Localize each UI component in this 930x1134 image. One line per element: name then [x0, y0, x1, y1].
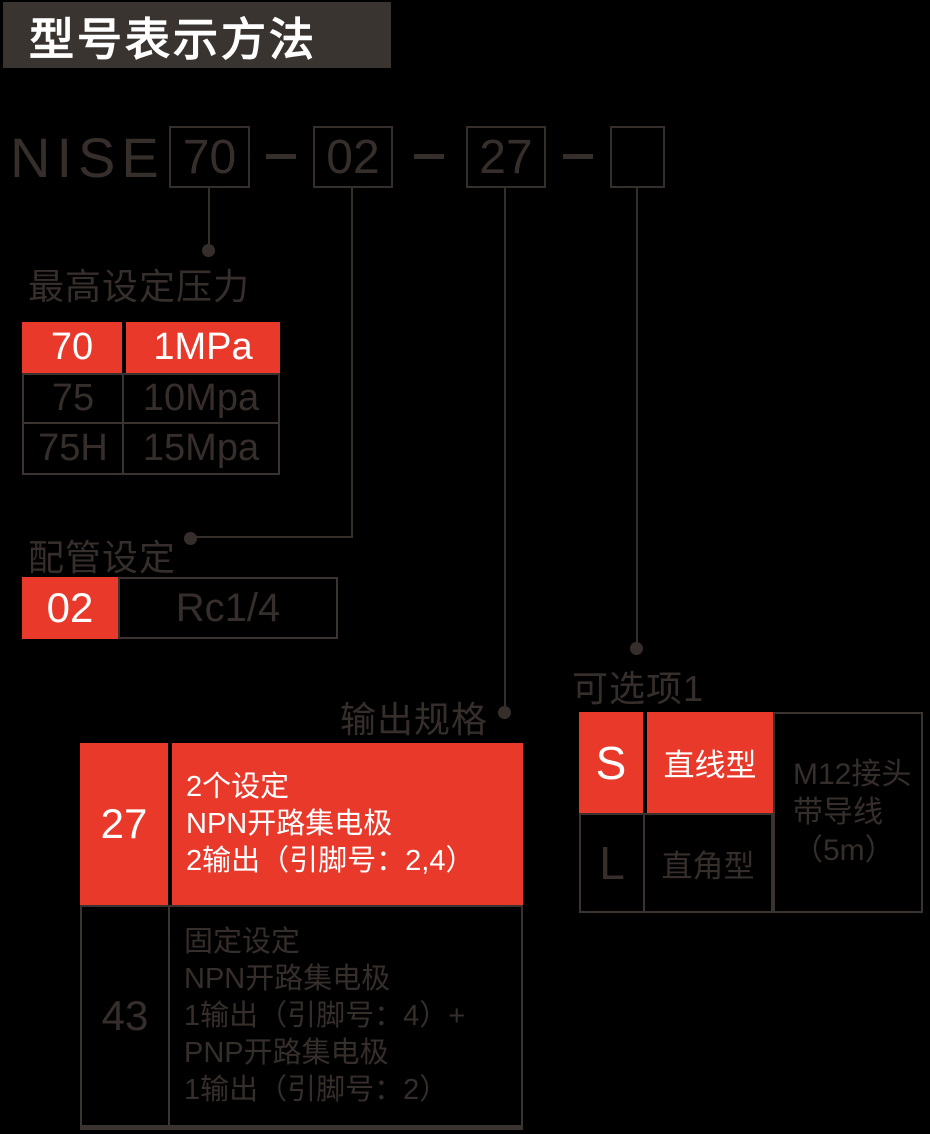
table-row: 27 2个设定 NPN开路集电极 2输出（引脚号：2,4）	[80, 743, 523, 905]
output-table: 27 2个设定 NPN开路集电极 2输出（引脚号：2,4） 43 固定设定 NP…	[80, 743, 523, 1130]
code-cell: S	[595, 736, 627, 789]
note-line: 带导线	[793, 795, 883, 829]
note-line: （5m）	[793, 833, 895, 867]
description-line: NPN开路集电极	[186, 807, 393, 840]
leader-dot-piping	[184, 532, 197, 545]
code-cell: 02	[22, 577, 118, 639]
code-cell: 27	[100, 800, 148, 847]
code-cell: 75	[51, 377, 95, 419]
separator-dash	[563, 154, 593, 159]
code-cell: 70	[50, 326, 94, 368]
description-line: 1输出（引脚号：2）	[184, 1073, 449, 1106]
separator-dash	[266, 154, 296, 159]
pressure-section-label: 最高设定压力	[28, 266, 251, 307]
leader-dot-output	[498, 706, 511, 719]
piping-table: 02 Rc1/4	[22, 577, 338, 639]
pressure-table: 70 1MPa 75 10Mpa 75H 15Mpa	[22, 322, 280, 475]
value-cell: 1MPa	[122, 322, 280, 373]
description-line: NPN开路集电极	[184, 962, 391, 995]
value-cell: Rc1/4	[118, 577, 338, 639]
leader-dot-option	[630, 642, 643, 655]
model-segment-pressure-box: 70	[169, 126, 250, 188]
connector-note-cell: M12接头 带导线 （5m）	[773, 712, 923, 913]
leader-line-option	[636, 188, 638, 643]
table-row: 75 10Mpa	[22, 373, 280, 424]
code-cell: 75H	[38, 427, 108, 469]
model-segment-piping-box: 02	[313, 126, 393, 188]
description-line: PNP开路集电极	[184, 1036, 389, 1069]
value-cell: 直线型	[643, 712, 773, 813]
table-row: 43 固定设定 NPN开路集电极 1输出（引脚号：4）+ PNP开路集电极 1输…	[80, 905, 523, 1130]
table-row: L 直角型	[579, 813, 773, 913]
value-cell: 10Mpa	[122, 375, 278, 422]
table-row: 70 1MPa	[22, 322, 280, 373]
model-segment-value: 27	[479, 130, 533, 184]
leader-line-piping	[351, 188, 353, 538]
model-segment-value: 70	[182, 130, 237, 184]
model-segment-value: 02	[326, 130, 380, 184]
output-section-label: 输出规格	[340, 699, 489, 740]
description-line: 2输出（引脚号：2,4）	[186, 844, 475, 877]
model-prefix: NISE	[10, 125, 165, 189]
value-cell: 15Mpa	[122, 424, 278, 473]
model-segment-output-box: 27	[466, 126, 546, 188]
leader-line-output	[504, 188, 506, 707]
description-cell: 固定设定 NPN开路集电极 1输出（引脚号：4）+ PNP开路集电极 1输出（引…	[168, 907, 521, 1125]
code-cell: L	[599, 837, 625, 889]
leader-line-pressure	[208, 188, 210, 245]
leader-line-piping-horizontal	[196, 536, 353, 538]
option1-table: S 直线型 L 直角型 M12接头 带导线 （5m）	[579, 712, 923, 913]
leader-dot-pressure	[202, 244, 215, 257]
separator-dash	[414, 154, 444, 159]
description-line: 固定设定	[184, 925, 301, 958]
section-title-bar: 型号表示方法	[3, 2, 391, 68]
page-title: 型号表示方法	[29, 13, 318, 65]
description-line: 2个设定	[186, 770, 290, 803]
table-row: 75H 15Mpa	[22, 424, 280, 475]
table-row: S 直线型	[579, 712, 773, 813]
piping-section-label: 配管设定	[28, 537, 177, 578]
model-segment-option-box	[610, 126, 665, 188]
value-cell: 直角型	[643, 815, 771, 911]
description-cell: 2个设定 NPN开路集电极 2输出（引脚号：2,4）	[168, 743, 523, 905]
option1-section-label: 可选项1	[572, 668, 705, 709]
code-cell: 43	[101, 992, 149, 1039]
description-line: 1输出（引脚号：4）+	[184, 999, 466, 1032]
note-line: M12接头	[793, 757, 912, 791]
